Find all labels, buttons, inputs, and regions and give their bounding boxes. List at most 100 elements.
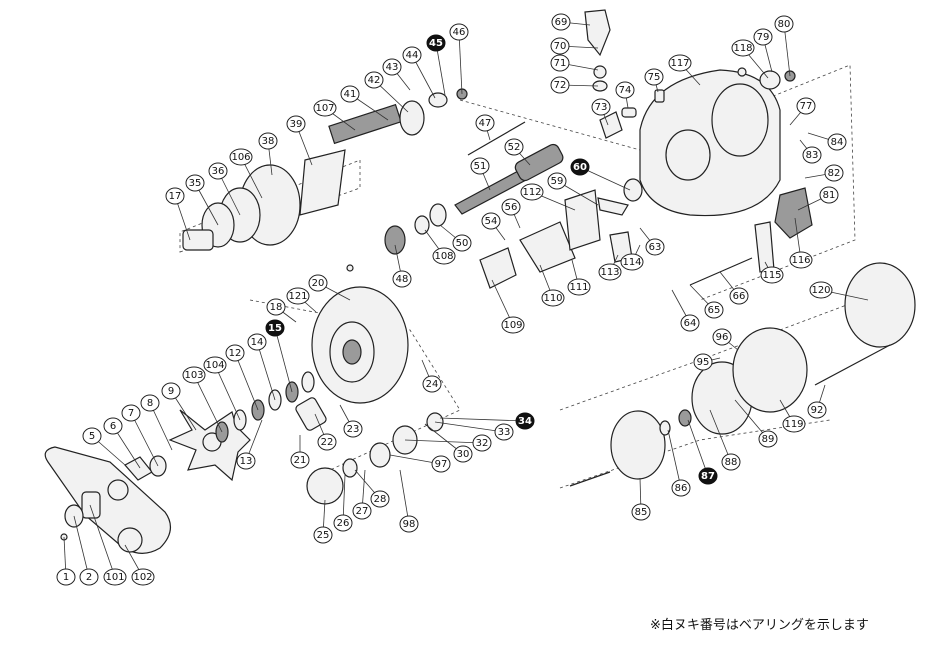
callout-number-20: 20 [312, 278, 325, 289]
callout-circle-20 [308, 274, 328, 292]
callout-33: 33 [494, 423, 514, 441]
handle-nut [107, 479, 129, 501]
callout-number-25: 25 [317, 530, 330, 541]
callout-circle-48 [392, 270, 412, 288]
level-wind-rod-47 [467, 121, 526, 156]
callout-number-60: 60 [573, 162, 587, 173]
callout-circle-12 [225, 344, 245, 362]
callout-circle-5 [82, 427, 102, 445]
callout-12: 12 [225, 344, 245, 362]
callout-24: 24 [422, 375, 442, 393]
callout-number-121: 121 [288, 291, 307, 302]
washer-28 [342, 458, 358, 478]
leader-line-45 [435, 42, 446, 96]
callout-circle-101 [103, 568, 127, 586]
callout-number-74: 74 [619, 85, 632, 96]
callout-circle-87 [698, 467, 718, 485]
callout-number-30: 30 [457, 449, 470, 460]
callout-circle-120 [809, 281, 833, 299]
callout-number-82: 82 [828, 168, 841, 179]
leader-line-2 [73, 515, 90, 578]
callout-number-43: 43 [386, 62, 399, 73]
callout-circle-109 [501, 316, 525, 334]
callout-circle-70 [550, 37, 570, 55]
callout-circle-47 [475, 114, 495, 132]
side-plate-screw [346, 264, 354, 272]
callout-circle-9 [161, 382, 181, 400]
callout-103: 103 [182, 366, 206, 384]
callout-circle-59 [547, 172, 567, 190]
callout-circle-77 [796, 97, 816, 115]
callout-circle-96 [712, 328, 732, 346]
handle-knob-cap [117, 527, 143, 553]
spring-75 [654, 89, 665, 103]
worm-gear-42 [399, 100, 425, 136]
callout-47: 47 [475, 114, 495, 132]
callout-87: 87 [698, 467, 718, 485]
bushing-108 [414, 215, 430, 235]
callout-number-69: 69 [555, 17, 568, 28]
callout-63: 63 [645, 238, 665, 256]
callout-112: 112 [520, 183, 544, 201]
callout-circle-71 [550, 54, 570, 72]
callout-circle-108 [432, 247, 456, 265]
callout-circle-69 [551, 13, 571, 31]
callout-number-22: 22 [321, 437, 334, 448]
callout-circle-46 [449, 23, 469, 41]
callout-107: 107 [313, 99, 337, 117]
pin-74 [621, 107, 637, 118]
callout-number-86: 86 [675, 483, 688, 494]
callout-32: 32 [472, 434, 492, 452]
callout-number-34: 34 [518, 416, 532, 427]
callout-number-77: 77 [800, 101, 813, 112]
callout-number-64: 64 [684, 318, 697, 329]
callout-circle-74 [615, 81, 635, 99]
leader-line-33 [434, 421, 505, 433]
callout-number-66: 66 [733, 291, 746, 302]
callout-number-35: 35 [189, 178, 202, 189]
callout-number-47: 47 [479, 118, 492, 129]
callout-46: 46 [449, 23, 469, 41]
callout-number-120: 120 [811, 285, 830, 296]
callout-95: 95 [693, 353, 713, 371]
callout-number-12: 12 [229, 348, 242, 359]
leader-line-34 [439, 417, 526, 422]
callout-number-52: 52 [508, 142, 521, 153]
callout-circle-28 [370, 490, 390, 508]
callout-80: 80 [774, 15, 794, 33]
clicker-73 [599, 111, 623, 139]
callout-circle-39 [286, 115, 306, 133]
callout-circle-111 [567, 278, 591, 296]
side-plate-bore [342, 339, 362, 365]
callout-51: 51 [470, 157, 490, 175]
callout-number-39: 39 [290, 119, 303, 130]
leader-line-80 [783, 23, 791, 77]
callout-84: 84 [827, 133, 847, 151]
callout-number-17: 17 [169, 191, 182, 202]
callout-82: 82 [824, 164, 844, 182]
callout-43: 43 [382, 58, 402, 76]
callout-circle-18 [266, 298, 286, 316]
callout-circle-117 [668, 54, 692, 72]
callout-number-118: 118 [733, 43, 752, 54]
callout-34: 34 [515, 412, 535, 430]
callout-circle-38 [258, 132, 278, 150]
callout-circle-22 [317, 433, 337, 451]
callout-number-51: 51 [474, 161, 487, 172]
cast-control-69 [584, 9, 611, 57]
callout-71: 71 [550, 54, 570, 72]
callout-circle-32 [472, 434, 492, 452]
callout-98: 98 [399, 515, 419, 533]
callout-117: 117 [668, 54, 692, 72]
callout-106: 106 [229, 148, 253, 166]
callout-42: 42 [364, 71, 384, 89]
callout-number-70: 70 [554, 41, 567, 52]
leader-line-86 [667, 429, 682, 489]
callout-30: 30 [453, 445, 473, 463]
callout-circle-66 [729, 287, 749, 305]
clutch-cam-110 [519, 221, 576, 273]
callout-number-41: 41 [344, 89, 357, 100]
callout-number-109: 109 [503, 320, 522, 331]
callout-circle-97 [431, 455, 451, 473]
